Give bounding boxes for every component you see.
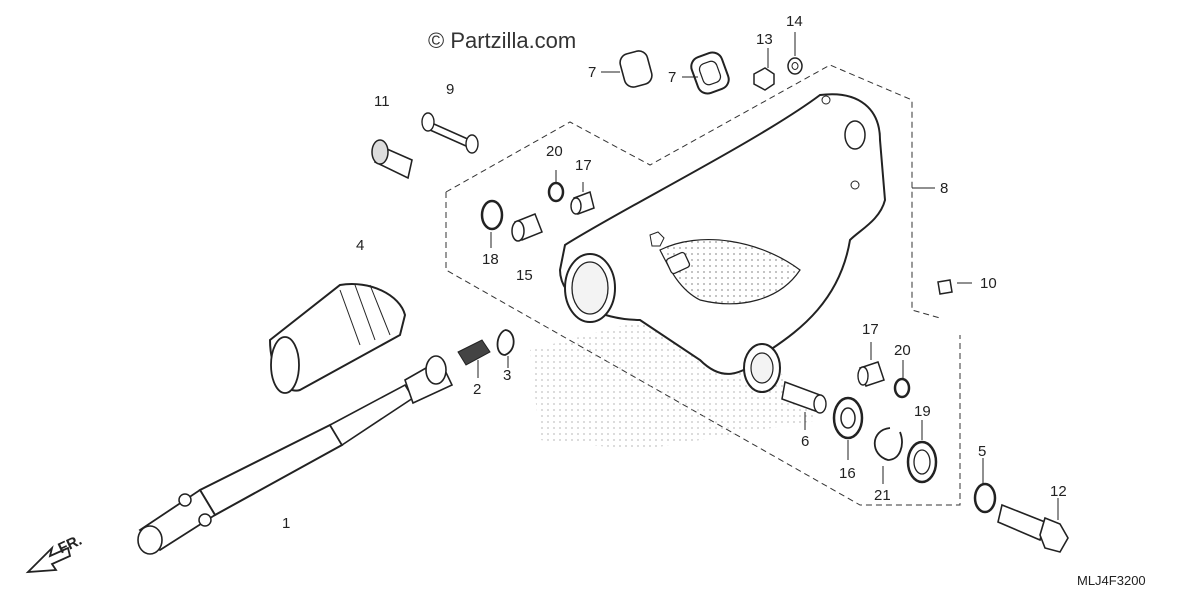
- callout-16[interactable]: 16: [839, 465, 856, 482]
- needle-bearing-lower: [857, 361, 885, 387]
- watermark: © Partzilla.com: [428, 28, 577, 53]
- leader-lines: [477, 32, 1059, 520]
- front-arrow-icon: [25, 545, 72, 574]
- callout-10[interactable]: 10: [980, 275, 997, 292]
- callout-20[interactable]: 20: [546, 143, 563, 160]
- snap-ring: [873, 427, 903, 461]
- spring: [457, 339, 491, 366]
- swingarm: [558, 93, 887, 393]
- callout-17[interactable]: 17: [575, 157, 592, 174]
- pivot-pin: [421, 112, 479, 154]
- callout-21[interactable]: 21: [874, 487, 891, 504]
- callout-20b[interactable]: 20: [894, 342, 911, 359]
- callout-3[interactable]: 3: [503, 367, 512, 384]
- pivot-sleeve: [781, 380, 827, 414]
- oil-seal: [480, 199, 504, 231]
- callout-4[interactable]: 4: [356, 237, 365, 254]
- assembly-frame: [445, 64, 941, 319]
- callout-12[interactable]: 12: [1050, 483, 1067, 500]
- callout-8[interactable]: 8: [940, 180, 949, 197]
- needle-bearing-small: [570, 191, 595, 215]
- callout-6[interactable]: 6: [801, 433, 810, 450]
- callout-7b[interactable]: 7: [668, 69, 677, 86]
- diagram-code: MLJ4F3200: [1077, 573, 1146, 588]
- nut: [753, 67, 775, 91]
- oil-seal-lower: [893, 377, 911, 399]
- circlip: [496, 329, 515, 356]
- cap: [619, 50, 653, 88]
- collar: [973, 482, 997, 514]
- flange-bolt: [997, 503, 1069, 553]
- grease-fitting: [937, 279, 953, 295]
- boot: [268, 283, 407, 394]
- callout-17b[interactable]: 17: [862, 321, 879, 338]
- callout-19[interactable]: 19: [914, 403, 931, 420]
- drive-shaft: [137, 355, 454, 555]
- callout-2[interactable]: 2: [473, 381, 482, 398]
- needle-bearing: [511, 213, 543, 242]
- callout-15[interactable]: 15: [516, 267, 533, 284]
- callout-11[interactable]: 11: [374, 93, 390, 110]
- assembly-frame-lower: [445, 192, 961, 506]
- callout-9[interactable]: 9: [446, 81, 455, 98]
- oil-seal-small: [547, 181, 565, 203]
- bushing: [371, 139, 413, 180]
- callout-14[interactable]: 14: [786, 13, 803, 30]
- callout-7[interactable]: 7: [588, 64, 597, 81]
- callout-13[interactable]: 13: [756, 31, 773, 48]
- callout-18[interactable]: 18: [482, 251, 499, 268]
- callout-5[interactable]: 5: [978, 443, 987, 460]
- callout-1[interactable]: 1: [282, 515, 291, 532]
- cap-inner: [698, 60, 722, 86]
